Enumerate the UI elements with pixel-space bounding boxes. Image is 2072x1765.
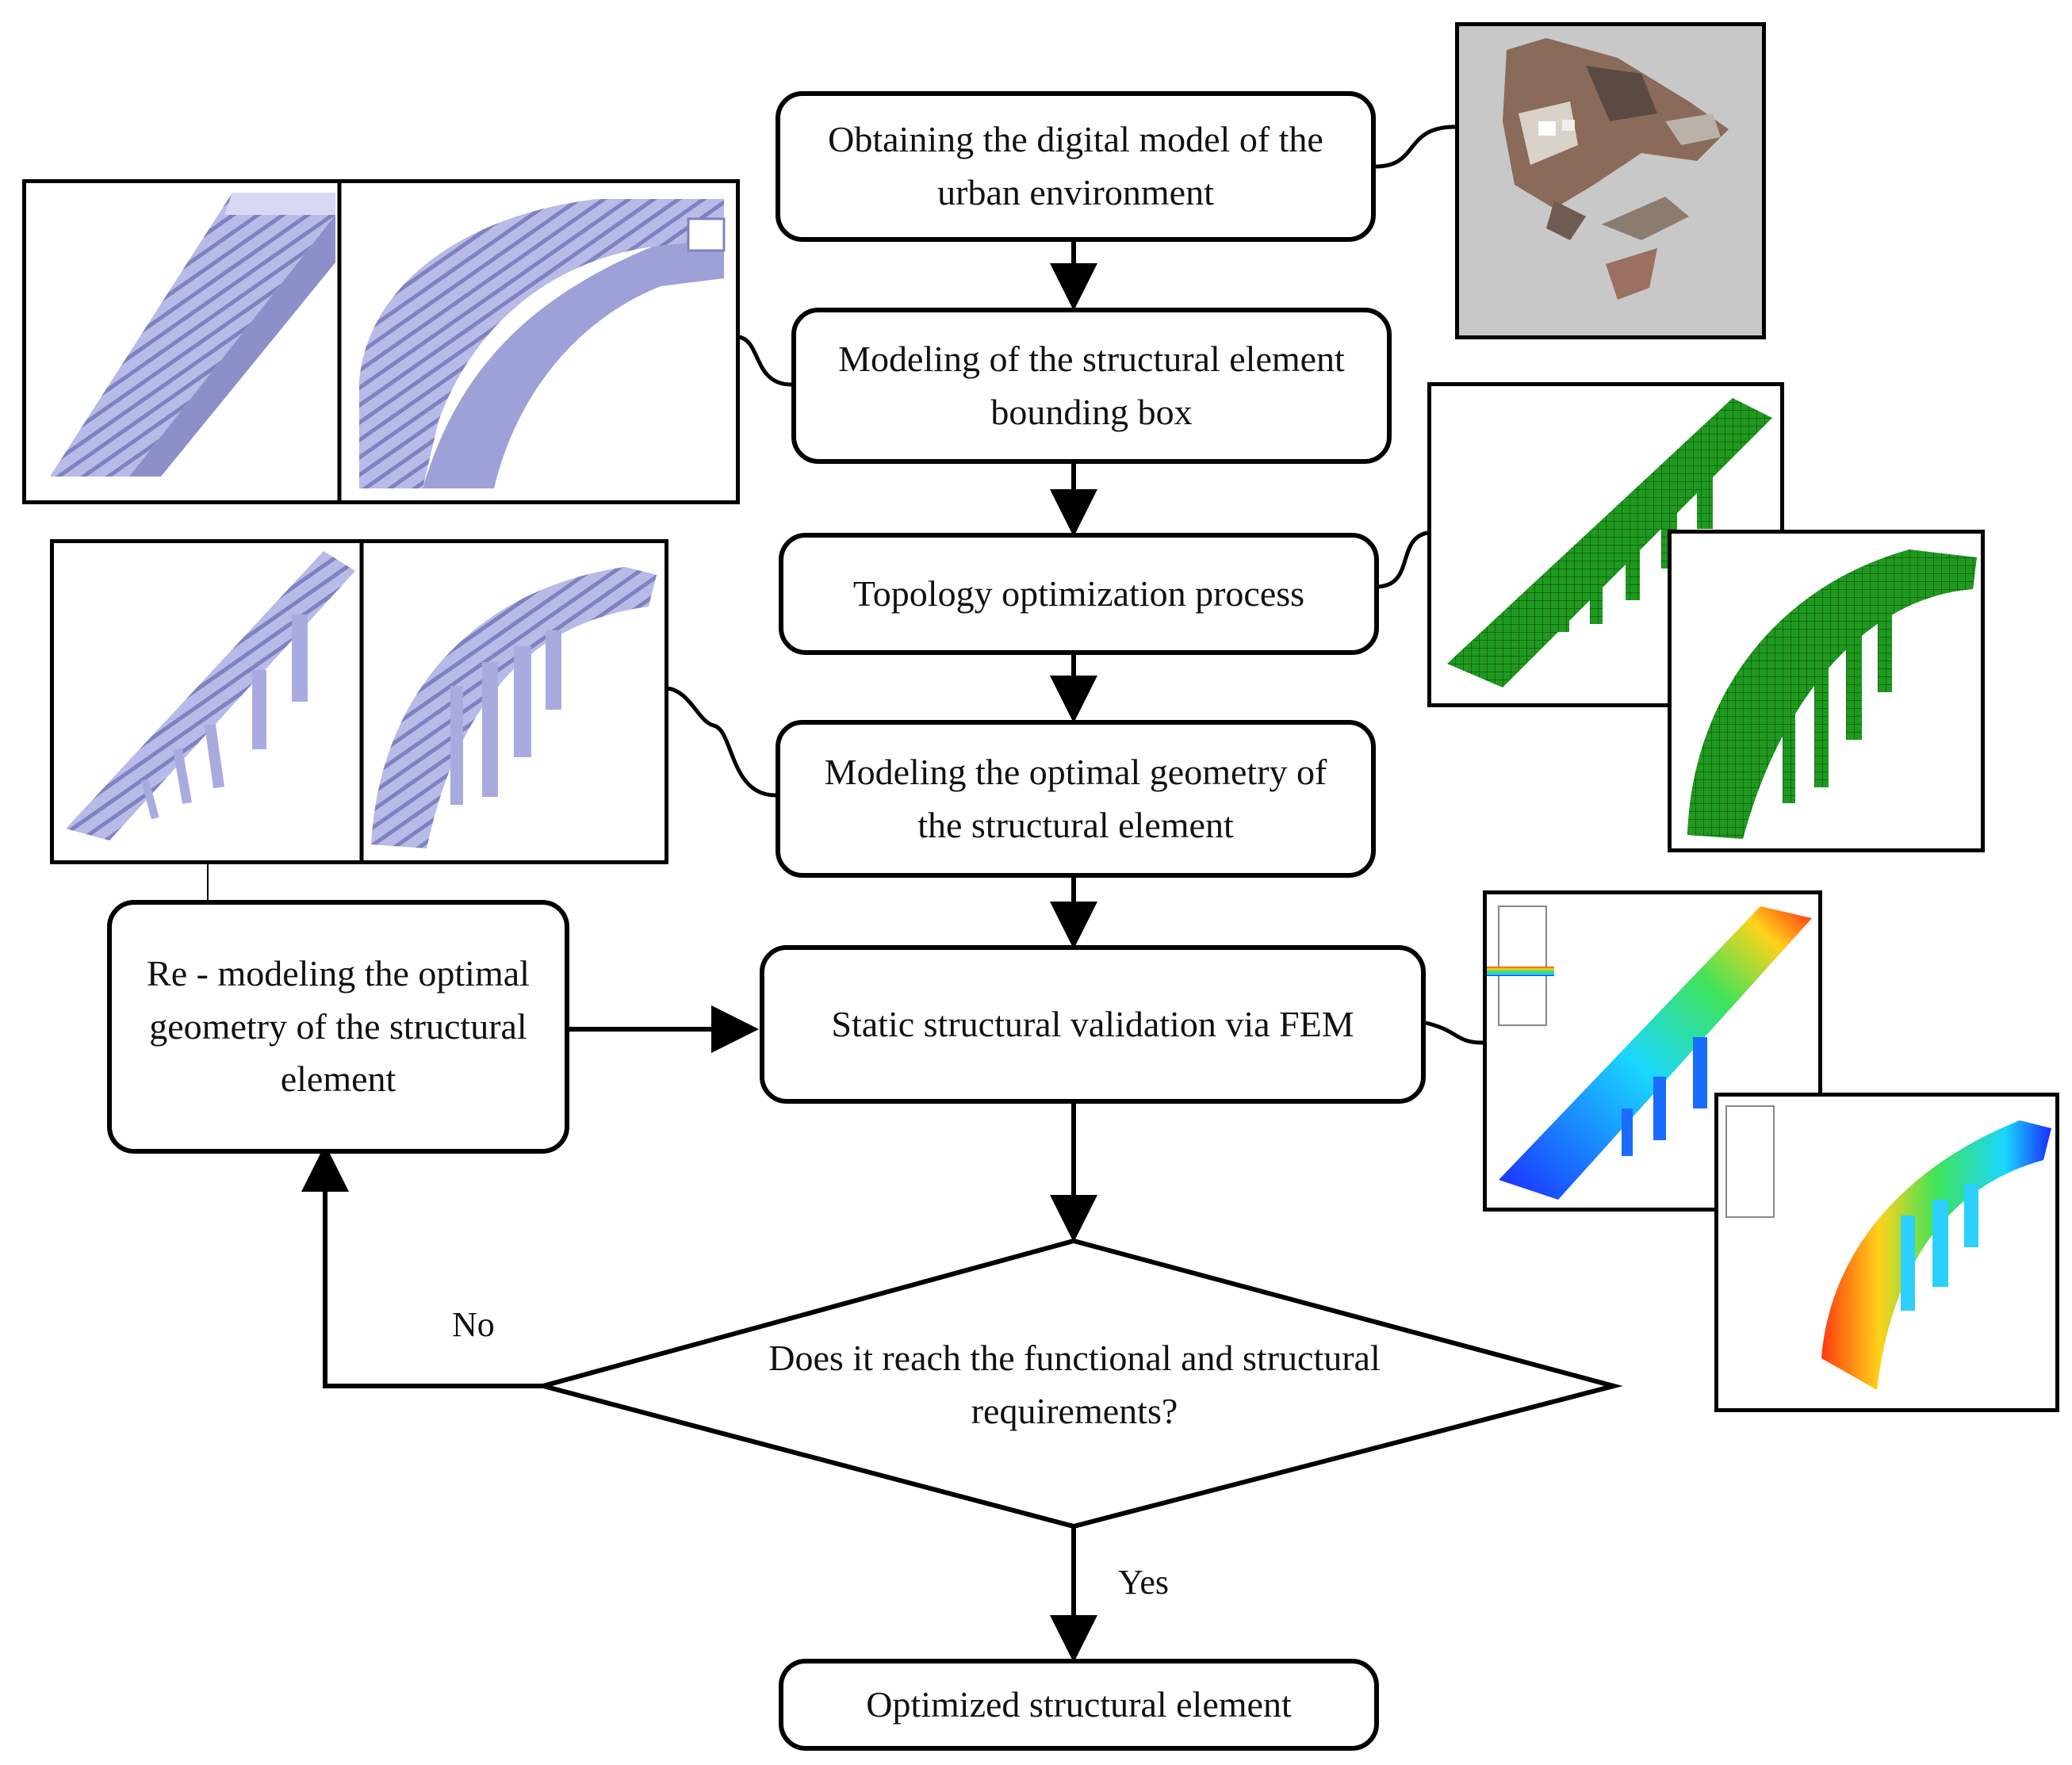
topology-mesh-curved-drawing bbox=[1687, 549, 1977, 839]
bounding-box-images bbox=[22, 179, 740, 504]
optimal-geometry-drawing bbox=[66, 543, 657, 860]
connector-fem bbox=[1425, 1020, 1484, 1045]
topology-mesh-straight bbox=[1427, 382, 1784, 707]
step-obtain-digital-model: Obtaining the digital model of the urban… bbox=[776, 91, 1376, 242]
fem-result-curved-drawing bbox=[1725, 1105, 2051, 1390]
step-optimal-geometry: Modeling the optimal geometry of the str… bbox=[776, 720, 1376, 878]
step-static-label: Static structural validation via FEM bbox=[831, 1003, 1354, 1044]
fem-legend-1 bbox=[1498, 905, 1547, 1026]
optimal-geometry-images bbox=[50, 539, 668, 864]
connector-optimal bbox=[665, 686, 776, 798]
step-remodel-label: Re - modeling the optimal geometry of th… bbox=[147, 952, 530, 1100]
decision-diamond bbox=[534, 1238, 1623, 1530]
connector-bounding-box bbox=[738, 335, 792, 387]
step-topology-label: Topology optimization process bbox=[852, 572, 1305, 614]
fem-result-straight-drawing bbox=[1463, 905, 1812, 1200]
step-obtain-label: Obtaining the digital model of the urban… bbox=[828, 119, 1323, 212]
fem-legend-2 bbox=[1725, 1105, 1775, 1218]
bounding-box-drawing bbox=[50, 183, 726, 500]
urban-scan-drawing bbox=[1503, 38, 1729, 300]
connector-scan bbox=[1375, 124, 1456, 169]
urban-scan-image bbox=[1455, 22, 1766, 339]
step-remodel: Re - modeling the optimal geometry of th… bbox=[107, 900, 569, 1154]
step-bounding-box: Modeling of the structural element bound… bbox=[791, 308, 1392, 464]
topology-mesh-straight-drawing bbox=[1447, 398, 1772, 687]
connector-topology bbox=[1375, 530, 1428, 589]
step-topology-optimization: Topology optimization process bbox=[779, 533, 1379, 655]
topology-mesh-curved bbox=[1668, 530, 1985, 852]
step-static-validation: Static structural validation via FEM bbox=[760, 945, 1426, 1104]
step-bounding-label: Modeling of the structural element bound… bbox=[838, 338, 1345, 432]
decision-no-label: No bbox=[452, 1305, 495, 1344]
image-connectors bbox=[207, 124, 1484, 1045]
flow-arrows bbox=[301, 242, 1097, 1663]
arrow-no-to-remodel bbox=[301, 1144, 543, 1388]
fem-result-curved bbox=[1714, 1093, 2059, 1412]
step-final: Optimized structural element bbox=[779, 1659, 1379, 1751]
step-optimal-label: Modeling the optimal geometry of the str… bbox=[824, 751, 1327, 845]
step-final-label: Optimized structural element bbox=[866, 1683, 1292, 1725]
decision-yes-label: Yes bbox=[1118, 1563, 1170, 1602]
decision-question: Does it reach the functional and structu… bbox=[768, 1338, 1381, 1431]
